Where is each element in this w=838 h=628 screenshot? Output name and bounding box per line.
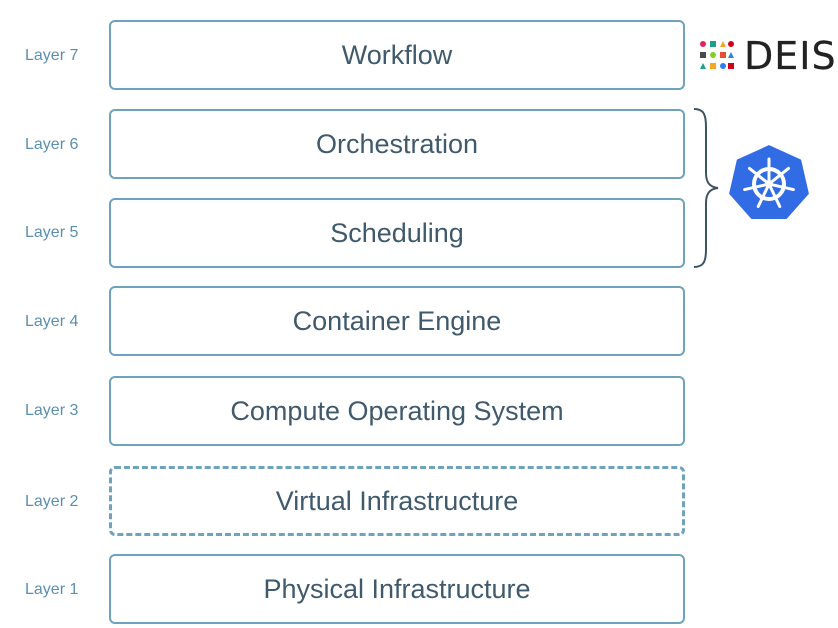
layer-5-label: Layer 5 — [25, 224, 79, 241]
layer-2-box-virtual-infrastructure: Virtual Infrastructure — [109, 466, 685, 536]
layer-6-label: Layer 6 — [25, 136, 79, 153]
layer-3-box-compute-os: Compute Operating System — [109, 376, 685, 446]
layer-1-label: Layer 1 — [25, 581, 79, 598]
layer-6-box-orchestration: Orchestration — [109, 109, 685, 179]
curly-brace — [690, 107, 720, 274]
deis-logo-text: DEIS — [744, 34, 837, 78]
layer-5-box-scheduling: Scheduling — [109, 198, 685, 268]
layer-4-label: Layer 4 — [25, 313, 79, 330]
layer-4-box-container-engine: Container Engine — [109, 286, 685, 356]
layer-3-label: Layer 3 — [25, 402, 79, 419]
kubernetes-helm-icon — [724, 142, 814, 227]
layer-1-box-physical-infrastructure: Physical Infrastructure — [109, 554, 685, 624]
layer-7-label: Layer 7 — [25, 47, 79, 64]
deis-logo-icon — [699, 40, 735, 77]
layer-2-label: Layer 2 — [25, 493, 79, 510]
layer-7-box-workflow: Workflow — [109, 20, 685, 90]
